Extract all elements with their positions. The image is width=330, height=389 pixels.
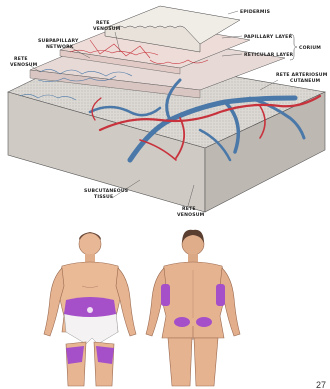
label-rete-venosum-top-2: VENOSUM (93, 26, 121, 32)
svg-text:VENOSUM: VENOSUM (10, 62, 38, 68)
svg-text:VENOSUM: VENOSUM (177, 212, 205, 218)
label-corium: CORIUM (299, 45, 321, 51)
label-rete-arteriosum-1: RETE ARTERIOSUM (276, 72, 328, 78)
svg-text:NETWORK: NETWORK (46, 44, 74, 50)
svg-text:TISSUE: TISSUE (94, 194, 113, 200)
label-rete-venosum-left-1: RETE (14, 56, 28, 62)
label-subcutaneous-1: SUBCUTANEOUS (84, 188, 128, 194)
left-buttock-injection-site (196, 317, 212, 327)
svg-text:VENOSUM: VENOSUM (93, 26, 121, 32)
label-epidermis: EPIDERMIS (240, 9, 270, 15)
svg-text:RETE: RETE (96, 20, 110, 26)
svg-text:SUBCUTANEOUS: SUBCUTANEOUS (84, 188, 128, 194)
svg-text:SUBPAPILLARY: SUBPAPILLARY (38, 38, 79, 44)
left-thigh-injection-site (96, 346, 114, 364)
left-upper-arm-injection-site (216, 284, 225, 306)
svg-text:RETE: RETE (14, 56, 28, 62)
label-subpapillary-1: SUBPAPILLARY (38, 38, 79, 44)
body-back (146, 230, 240, 386)
label-rete-venosum-bottom-1: RETE (182, 206, 196, 212)
label-reticular: RETICULAR LAYER (244, 52, 294, 58)
right-thigh-injection-site (66, 346, 84, 364)
label-rete-venosum-top-1: RETE (96, 20, 110, 26)
svg-text:RETE: RETE (182, 206, 196, 212)
svg-text:RETE ARTERIOSUM: RETE ARTERIOSUM (276, 72, 328, 78)
label-subpapillary-2: NETWORK (46, 44, 74, 50)
label-rete-arteriosum-2: CUTANEUM (290, 78, 321, 84)
right-buttock-injection-site (174, 317, 190, 327)
page-number: 27 (316, 380, 326, 389)
label-papillary: PAPILLARY LAYER (244, 34, 293, 40)
svg-text:CUTANEUM: CUTANEUM (290, 78, 321, 84)
right-upper-arm-injection-site (161, 284, 170, 306)
label-rete-venosum-left-2: VENOSUM (10, 62, 38, 68)
label-rete-venosum-bottom-2: VENOSUM (177, 212, 205, 218)
label-subcutaneous-2: TISSUE (94, 194, 113, 200)
